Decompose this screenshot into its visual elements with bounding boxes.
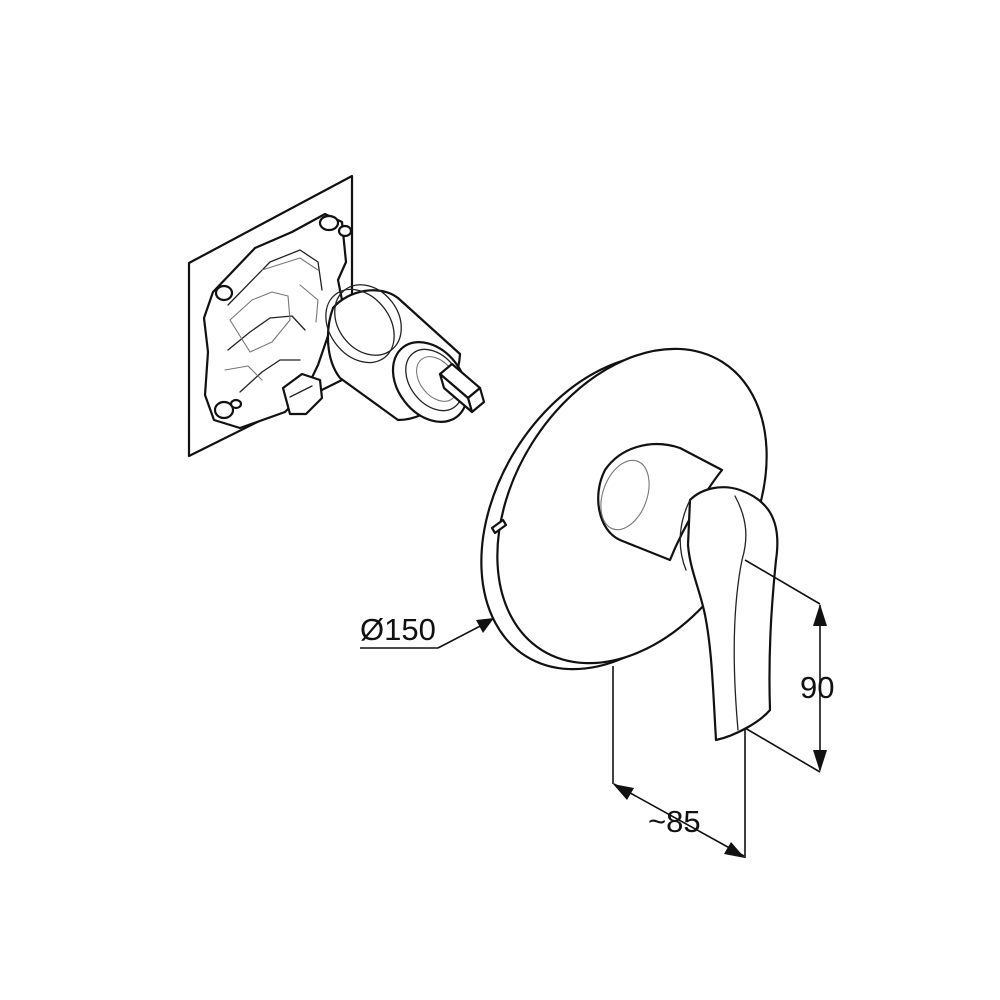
mixer-lever[interactable] xyxy=(686,486,779,742)
dimension-height: 90 xyxy=(744,559,834,773)
depth-label: ~85 xyxy=(648,804,701,839)
rosette-pin xyxy=(490,518,508,535)
valve-housing xyxy=(202,212,348,430)
side-outlet xyxy=(281,372,324,416)
height-label: 90 xyxy=(800,670,834,705)
dimension-depth: ~85 xyxy=(612,666,746,858)
rough-in-valve-body xyxy=(187,174,486,458)
mixer-trim xyxy=(480,347,779,742)
fixing-screw-icon xyxy=(213,214,353,420)
dimension-diameter: Ø150 xyxy=(360,612,494,649)
cartridge-cylinder xyxy=(325,284,469,423)
square-spindle xyxy=(438,362,486,414)
diameter-label: Ø150 xyxy=(360,612,436,647)
